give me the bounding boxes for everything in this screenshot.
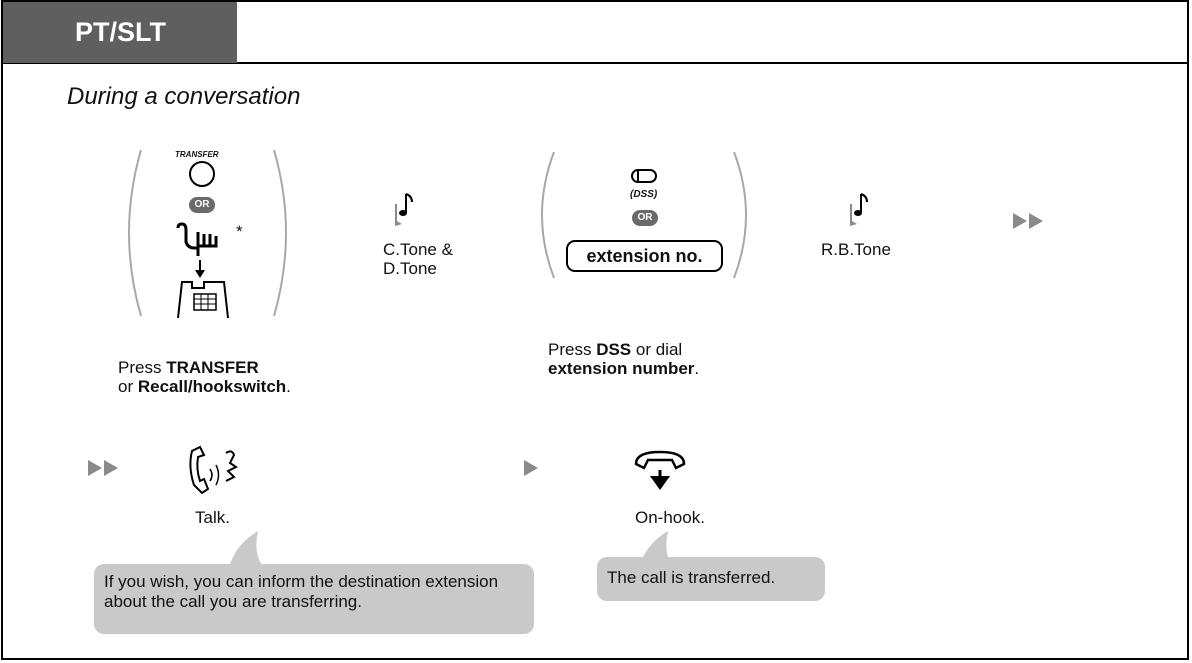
onhook-note-bubble: The call is transferred. <box>597 557 825 601</box>
onhook-label: On-hook. <box>635 508 705 527</box>
or-badge: OR <box>632 210 658 226</box>
tone1-label: C.Tone & D.Tone <box>383 240 453 278</box>
transfer-key-icon <box>189 161 215 187</box>
continue-arrow-icon <box>88 460 118 476</box>
next-arrow-icon <box>524 460 538 476</box>
terminal-tab: PT/SLT <box>3 2 237 63</box>
talk-label: Talk. <box>195 508 230 527</box>
step2-left-bracket <box>541 151 555 279</box>
talk-note-pointer <box>228 531 268 571</box>
step1-right-bracket <box>273 149 287 317</box>
continue-arrow-icon <box>1013 213 1043 229</box>
step2-caption-line2: extension number. <box>548 359 700 378</box>
or-badge: OR <box>189 197 215 213</box>
talk-note-bubble: If you wish, you can inform the destinat… <box>94 564 534 634</box>
extension-caption-bold: extension number <box>548 359 695 378</box>
tone-note-icon <box>850 193 868 226</box>
telephone-hookswitch-icon <box>177 260 229 319</box>
dss-caption-bold: DSS <box>596 340 632 359</box>
subtitle: During a conversation <box>67 83 301 110</box>
dss-label: (DSS) <box>630 189 658 200</box>
step2-right-bracket <box>733 151 747 279</box>
step2-caption-line1: Press DSS or dial <box>548 340 683 359</box>
recall-caption-bold: Recall/hookswitch <box>137 377 287 396</box>
transfer-caption-bold: TRANSFER <box>166 358 259 377</box>
hookswitch-asterisk: * <box>236 222 243 241</box>
tone2-label: R.B.Tone <box>821 240 891 259</box>
transfer-key-label: TRANSFER <box>175 150 219 159</box>
tone-note-icon <box>395 193 413 226</box>
dss-key-icon <box>631 169 657 183</box>
handset-onhook-icon <box>634 450 686 490</box>
hand-pointer-icon <box>176 222 218 256</box>
extension-number-box: extension no. <box>566 240 723 272</box>
handset-talk-icon <box>189 445 238 495</box>
step1-caption-line2: or Recall/hookswitch. <box>118 377 291 396</box>
step1-caption-line1: Press TRANSFER <box>118 358 259 377</box>
step1-left-bracket <box>128 149 142 317</box>
header-rule <box>1 62 1189 64</box>
